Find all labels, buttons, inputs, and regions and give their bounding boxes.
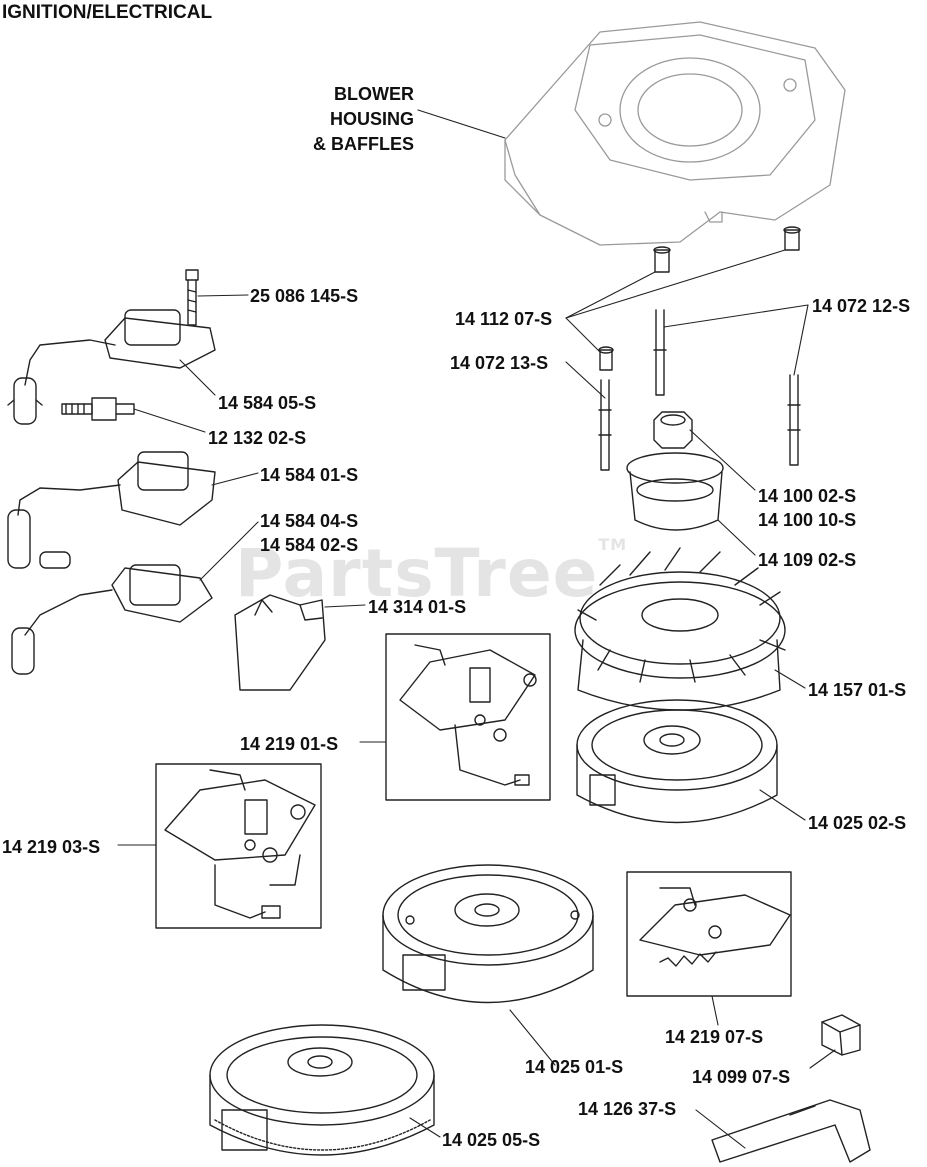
part-label-14-112-07[interactable]: 14 112 07-S	[455, 309, 553, 329]
switch-drawing	[821, 1014, 861, 1056]
part-label-14-109-02[interactable]: 14 109 02-S	[758, 550, 857, 570]
part-label-14-219-07[interactable]: 14 219 07-S	[665, 1027, 764, 1047]
part-label-12-132-02[interactable]: 12 132 02-S	[208, 428, 307, 448]
stud-drawing	[598, 309, 801, 471]
blower-housing-drawing	[504, 21, 846, 246]
spark-plug-drawing	[61, 397, 135, 421]
flywheel-2-drawing	[382, 864, 594, 1004]
diagram-title: IGNITION/ELECTRICAL	[2, 2, 213, 23]
part-label-14-219-01[interactable]: 14 219 01-S	[240, 734, 339, 754]
part-label-14-584-01[interactable]: 14 584 01-S	[260, 465, 359, 485]
part-label-14-025-01[interactable]: 14 025 01-S	[525, 1057, 624, 1077]
blower-label-line-2: HOUSING	[329, 109, 414, 129]
part-label-14-584-04[interactable]: 14 584 04-S	[260, 511, 359, 531]
part-label-14-584-05[interactable]: 14 584 05-S	[218, 393, 317, 413]
blower-label-line-3: & BAFFLES	[313, 134, 414, 154]
blower-label-line-1: BLOWER	[334, 84, 414, 104]
fan-drawing	[574, 547, 786, 711]
nut-drawing	[653, 411, 693, 449]
ignition-coil-3-drawing	[11, 564, 213, 675]
flywheel-3-drawing	[209, 1024, 435, 1156]
ignition-coil-2-drawing	[7, 451, 216, 569]
part-label-14-025-05[interactable]: 14 025 05-S	[442, 1130, 541, 1150]
part-label-14-099-07[interactable]: 14 099 07-S	[692, 1067, 791, 1087]
module-box-2-drawing	[155, 763, 322, 929]
switch-bracket-drawing	[711, 1099, 871, 1163]
ignition-coil-drawing	[7, 309, 216, 425]
part-label-14-157-01[interactable]: 14 157 01-S	[808, 680, 907, 700]
part-label-14-072-13[interactable]: 14 072 13-S	[450, 353, 549, 373]
part-label-14-072-12[interactable]: 14 072 12-S	[812, 296, 911, 316]
part-label-14-126-37[interactable]: 14 126 37-S	[578, 1099, 677, 1119]
part-label-14-100-02[interactable]: 14 100 02-S	[758, 486, 857, 506]
cup-drawing	[626, 452, 724, 531]
module-box-3-drawing	[626, 871, 792, 997]
bolt-drawing	[185, 269, 199, 326]
part-label-25-086-145[interactable]: 25 086 145-S	[250, 286, 359, 306]
watermark: PartsTreeTM	[235, 535, 628, 612]
leader-lines	[117, 109, 836, 1149]
module-box-drawing	[385, 633, 551, 801]
bracket-drawing	[234, 594, 326, 691]
blower-housing-label: BLOWER HOUSING & BAFFLES	[292, 82, 414, 157]
part-label-14-584-02[interactable]: 14 584 02-S	[260, 535, 359, 555]
bushing-drawing	[598, 226, 801, 371]
part-label-14-025-02[interactable]: 14 025 02-S	[808, 813, 907, 833]
flywheel-drawing	[576, 699, 778, 824]
part-label-14-314-01[interactable]: 14 314 01-S	[368, 597, 467, 617]
part-label-14-100-10[interactable]: 14 100 10-S	[758, 510, 857, 530]
part-label-14-219-03[interactable]: 14 219 03-S	[2, 837, 101, 857]
